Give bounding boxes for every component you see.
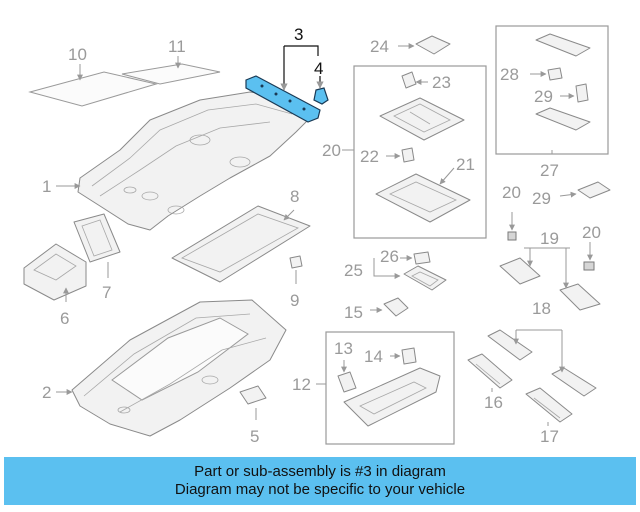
callout-21: 20 [322,141,341,160]
callout-6: 6 [60,309,69,328]
part-28-lamp[interactable] [535,33,591,131]
callout-3: 3 [294,25,303,44]
part-4-clip[interactable] [313,87,329,105]
callout-5: 5 [250,427,259,446]
callout-22: 21 [456,155,475,174]
part-29-bulb-a[interactable] [530,67,563,81]
callout-20b: 20 [582,223,601,242]
callout-17: 17 [540,427,559,446]
banner-line-2: Diagram may not be specific to your vehi… [174,481,466,498]
part-1-headliner[interactable] [77,91,313,231]
part-24-bulb[interactable] [401,71,428,89]
part-20-screw-b[interactable] [583,242,595,271]
part-29-bulb-b[interactable] [560,83,589,103]
part-30-lamp[interactable] [559,181,611,199]
part-22-lens[interactable] [375,167,471,223]
part-7-bracket[interactable] [73,213,121,278]
parts-diagram: 10 11 1 3 4 7 [23,25,611,446]
callout-4: 4 [314,59,323,78]
group-box-12 [325,331,455,445]
part-5-lamp[interactable] [239,385,267,420]
callout-11: 11 [168,37,186,56]
part-17-handle[interactable] [525,387,573,426]
callout-13: 13 [334,339,353,358]
part-2-headliner[interactable] [71,299,287,437]
callout-10: 10 [68,45,87,64]
info-banner: Part or sub-assembly is #3 in diagram Di… [4,457,636,505]
callout-20a: 20 [502,183,521,202]
callout-9: 9 [290,291,299,310]
callout-27: 26 [380,247,399,266]
part-26-lamp[interactable] [373,258,447,291]
callout-19: 19 [540,229,559,248]
callout-23: 22 [360,147,379,166]
part-15-hook[interactable] [370,297,409,317]
banner-line-1: Part or sub-assembly is #3 in diagram [194,463,446,480]
part-16-handle[interactable] [467,353,513,392]
callout-1: 1 [42,177,51,196]
group-box-21 [353,65,487,239]
callout-29a: 28 [500,65,519,84]
callout-2: 2 [42,383,51,402]
part-21-console[interactable] [379,97,465,141]
callout-26: 25 [344,261,363,280]
part-10-panel[interactable] [28,64,158,107]
callout-16: 16 [484,393,503,412]
part-13-bracket[interactable] [337,360,357,393]
part-14-mirror-cover[interactable] [390,347,417,365]
callout-7: 7 [102,283,111,302]
part-3-rail-trim[interactable] [245,75,321,123]
part-19-bracket[interactable] [499,247,601,311]
callout-30: 29 [532,189,551,208]
part-12-sunvisor[interactable] [343,367,441,427]
callout-29b: 29 [534,87,553,106]
callout-12: 12 [292,375,311,394]
callout-15: 15 [344,303,363,322]
callout-8: 8 [290,187,299,206]
part-25-switch[interactable] [398,35,451,55]
part-23-bulb[interactable] [386,147,415,163]
callout-25: 24 [370,37,389,56]
callout-28: 27 [540,161,559,180]
part-9-clip[interactable] [289,255,303,284]
callout-24: 23 [432,73,451,92]
part-8-sunshade[interactable] [171,205,311,283]
part-18-handle[interactable] [487,329,597,397]
callout-18: 18 [532,299,551,318]
part-20-screw-a[interactable] [507,212,517,241]
part-27-bulb[interactable] [400,251,431,265]
callout-14: 14 [364,347,383,366]
part-6-cover[interactable] [23,243,87,302]
part-11-panel[interactable] [121,56,221,85]
